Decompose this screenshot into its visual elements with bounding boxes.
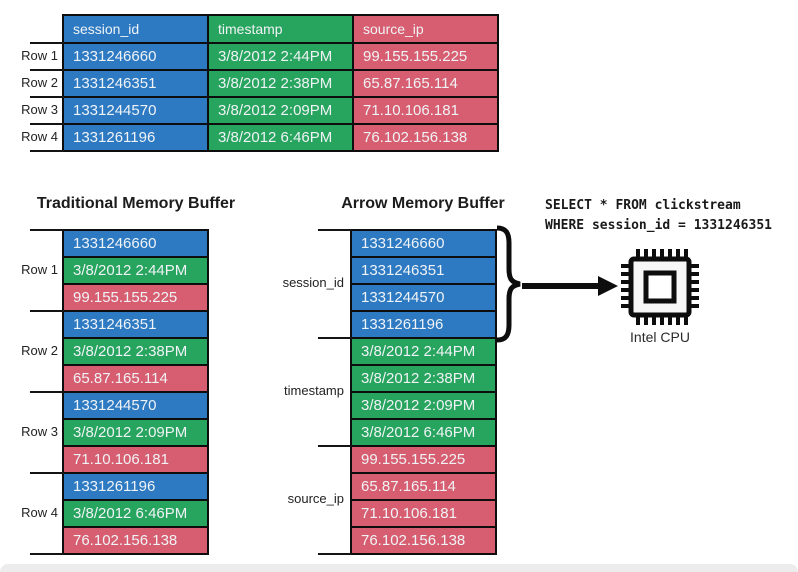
tick-line bbox=[30, 150, 64, 152]
table-cell: 3/8/2012 2:38PM bbox=[209, 71, 352, 96]
row-group-label: Row 2 bbox=[21, 343, 58, 358]
row-label: Row 1 bbox=[21, 48, 58, 63]
tick-line bbox=[318, 229, 352, 231]
table-cell: 3/8/2012 6:46PM bbox=[209, 125, 352, 150]
column-group-label: timestamp bbox=[284, 383, 344, 398]
buffer-cell: 99.155.155.225 bbox=[64, 285, 207, 310]
buffer-cell: 1331246351 bbox=[352, 258, 495, 283]
buffer-cell: 3/8/2012 2:38PM bbox=[64, 339, 207, 364]
tick-line bbox=[318, 445, 352, 447]
row-group-label: Row 3 bbox=[21, 424, 58, 439]
column-group-label: source_ip bbox=[287, 491, 344, 506]
table-cell: 76.102.156.138 bbox=[354, 125, 497, 150]
table-cell: 1331261196 bbox=[64, 125, 207, 150]
sql-line-2: WHERE session_id = 1331246351 bbox=[545, 218, 772, 233]
traditional-buffer-title: Traditional Memory Buffer bbox=[36, 195, 236, 212]
sql-query: SELECT * FROM clickstream WHERE session_… bbox=[545, 196, 772, 236]
table-cell: 99.155.155.225 bbox=[354, 44, 497, 69]
buffer-cell: 76.102.156.138 bbox=[64, 528, 207, 553]
tick-line bbox=[30, 96, 64, 98]
buffer-cell: 3/8/2012 2:09PM bbox=[64, 420, 207, 445]
buffer-cell: 1331246351 bbox=[64, 312, 207, 337]
arrow-memory-buffer: 1331246660 1331246351 1331244570 1331261… bbox=[350, 229, 497, 555]
buffer-cell: 1331261196 bbox=[352, 312, 495, 337]
tick-line bbox=[318, 553, 352, 555]
tick-line bbox=[30, 553, 64, 555]
table-cell: 65.87.165.114 bbox=[354, 71, 497, 96]
buffer-cell: 71.10.106.181 bbox=[352, 501, 495, 526]
curly-brace-icon bbox=[496, 225, 521, 343]
column-header-timestamp: timestamp bbox=[209, 16, 352, 42]
buffer-cell: 1331261196 bbox=[64, 474, 207, 499]
tick-line bbox=[30, 472, 64, 474]
buffer-cell: 1331244570 bbox=[64, 393, 207, 418]
buffer-cell: 65.87.165.114 bbox=[352, 474, 495, 499]
buffer-cell: 3/8/2012 2:09PM bbox=[352, 393, 495, 418]
table-cell: 3/8/2012 2:09PM bbox=[209, 98, 352, 123]
tick-line bbox=[30, 42, 64, 44]
tick-line bbox=[30, 310, 64, 312]
row-label: Row 3 bbox=[21, 102, 58, 117]
buffer-cell: 3/8/2012 2:38PM bbox=[352, 366, 495, 391]
table-cell: 1331244570 bbox=[64, 98, 207, 123]
buffer-cell: 3/8/2012 6:46PM bbox=[352, 420, 495, 445]
cpu-chip-icon bbox=[621, 249, 699, 325]
arrow-right-icon bbox=[522, 276, 618, 296]
buffer-cell: 3/8/2012 2:44PM bbox=[64, 258, 207, 283]
tick-line bbox=[30, 229, 64, 231]
traditional-memory-buffer: 1331246660 3/8/2012 2:44PM 99.155.155.22… bbox=[62, 229, 209, 555]
buffer-cell: 76.102.156.138 bbox=[352, 528, 495, 553]
table-cell: 3/8/2012 2:44PM bbox=[209, 44, 352, 69]
row-group-label: Row 4 bbox=[21, 505, 58, 520]
buffer-cell: 65.87.165.114 bbox=[64, 366, 207, 391]
buffer-cell: 71.10.106.181 bbox=[64, 447, 207, 472]
buffer-cell: 99.155.155.225 bbox=[352, 447, 495, 472]
arrow-buffer-title: Arrow Memory Buffer bbox=[341, 195, 505, 212]
tick-line bbox=[318, 337, 352, 339]
row-label: Row 2 bbox=[21, 75, 58, 90]
row-label: Row 4 bbox=[21, 129, 58, 144]
column-header-source-ip: source_ip bbox=[354, 16, 497, 42]
page-bottom-edge bbox=[0, 564, 798, 572]
row-group-label: Row 1 bbox=[21, 262, 58, 277]
clickstream-table: session_id timestamp source_ip 133124666… bbox=[62, 14, 499, 152]
buffer-cell: 1331246660 bbox=[64, 231, 207, 256]
sql-line-1: SELECT * FROM clickstream bbox=[545, 198, 741, 213]
buffer-cell: 1331244570 bbox=[352, 285, 495, 310]
column-group-label: session_id bbox=[282, 275, 344, 290]
buffer-cell: 3/8/2012 2:44PM bbox=[352, 339, 495, 364]
buffer-cell: 3/8/2012 6:46PM bbox=[64, 501, 207, 526]
tick-line bbox=[30, 123, 64, 125]
tick-line bbox=[30, 69, 64, 71]
table-cell: 1331246660 bbox=[64, 44, 207, 69]
column-header-session-id: session_id bbox=[64, 16, 207, 42]
table-cell: 71.10.106.181 bbox=[354, 98, 497, 123]
buffer-cell: 1331246660 bbox=[352, 231, 495, 256]
table-cell: 1331246351 bbox=[64, 71, 207, 96]
cpu-label: Intel CPU bbox=[630, 329, 690, 345]
tick-line bbox=[30, 391, 64, 393]
